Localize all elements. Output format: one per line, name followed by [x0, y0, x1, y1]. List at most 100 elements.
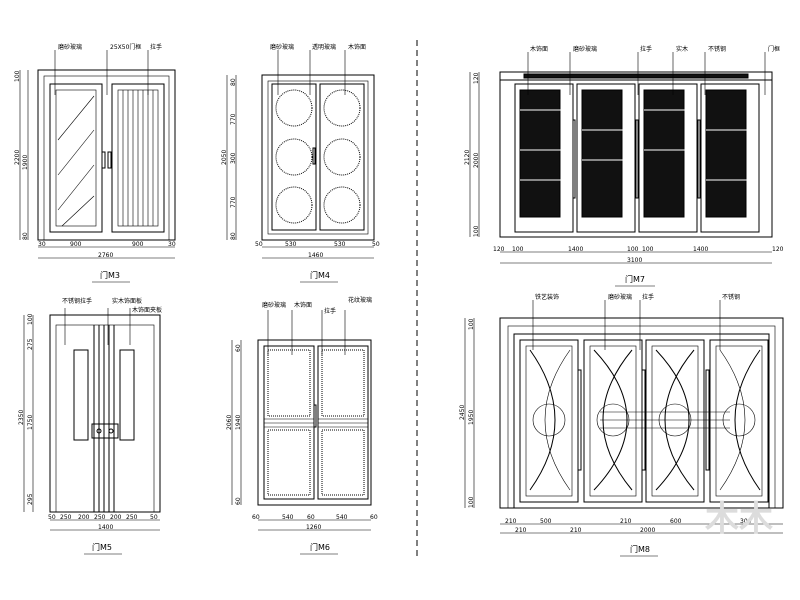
door-m4-leaf-right: [319, 83, 365, 231]
door-m7-callout-4: 不锈钢: [708, 45, 726, 53]
door-m5-center-strips: [93, 325, 115, 512]
door-m6-callout-0: 磨砂玻璃: [262, 301, 286, 309]
door-m6-callout-2: 拉手: [324, 307, 336, 315]
door-m7-callout-0: 木饰面: [530, 45, 548, 53]
door-m7-callout-3: 实木: [676, 45, 688, 53]
door-m5-dim-b5: 250: [126, 514, 138, 521]
door-m6: 磨砂玻璃 木饰面 拉手 花纹玻璃 60 540 60 540 60 1260 门…: [226, 296, 378, 555]
door-m4-caption: 门M4: [310, 270, 330, 280]
door-m4-dim-l2: 300: [230, 152, 237, 164]
door-m5-dim-b2: 200: [78, 514, 90, 521]
door-m7-dim-b3: 100: [627, 246, 639, 253]
door-m4-callout-1: 透明玻璃: [312, 43, 336, 51]
door-m7-caption: 门M7: [625, 274, 645, 284]
door-m4-dim-l1: 770: [230, 113, 237, 125]
door-m5-caption: 门M5: [92, 542, 112, 552]
door-m5-knob-right: [108, 428, 114, 434]
door-m5-callout-0: 不锈钢拉手: [62, 297, 92, 305]
door-m7-dim-total: 3100: [627, 257, 642, 264]
door-m7-grid-lines: [520, 109, 754, 181]
door-m8-callout-2: 拉手: [642, 293, 654, 301]
door-m4-frame-outer: [261, 74, 375, 241]
door-m4-callout-0: 磨砂玻璃: [270, 43, 294, 51]
door-m3-dim-total: 2760: [98, 252, 113, 259]
door-m8-dim-b1: 500: [540, 518, 552, 525]
door-m6-dim-b2: 60: [307, 514, 315, 521]
door-m5-dim-b3: 250: [94, 514, 106, 521]
door-m4: 磨砂玻璃 透明玻璃 木饰面 50 530 530 50 1460 门M4 80 …: [221, 43, 380, 283]
door-m5-handle-plate: [91, 423, 119, 439]
door-m7-dim-b5: 1400: [693, 246, 708, 253]
door-m6-glass-br: [321, 429, 365, 496]
door-m8-handles: [577, 369, 730, 471]
door-m3-grille-bars: [122, 90, 154, 226]
door-m5-frame-outer: [49, 314, 161, 513]
door-m4-callout-2: 木饰面: [348, 43, 366, 51]
door-m5-dim-b4: 200: [110, 514, 122, 521]
door-m5-callout-1: 实木饰面板: [112, 297, 142, 305]
watermark-text: 木木: [704, 499, 773, 539]
door-m3-frame-inner: [43, 75, 170, 241]
door-m7-dim-b2: 1400: [568, 246, 583, 253]
door-m8-dim-l0: 100: [468, 318, 475, 330]
door-m4-dim-l0: 80: [230, 78, 237, 86]
door-m7-callout-1: 磨砂玻璃: [573, 45, 597, 53]
door-m4-leaf-left: [271, 83, 317, 231]
door-m5-dim-l3: 295: [27, 493, 34, 505]
door-m3-glass-left: [55, 89, 97, 227]
door-m7-callout-5: 门框: [768, 45, 780, 53]
door-m6-dim-l2: 60: [235, 497, 242, 505]
door-m7-header-bar: [523, 73, 749, 79]
door-m4-dim-b2: 530: [334, 241, 346, 248]
door-m8-caption: 门M8: [630, 544, 650, 554]
door-m6-dim-b1: 540: [282, 514, 294, 521]
door-m8-dim-b2: 210: [620, 518, 632, 525]
door-m3-dim-ltotal: 2200: [14, 150, 21, 165]
door-m7-dim-b4: 100: [642, 246, 654, 253]
door-m6-dim-b3: 540: [336, 514, 348, 521]
door-m4-circles: [275, 89, 361, 224]
door-m3-handle-left: [101, 151, 106, 169]
door-m8-dim-l1: 1950: [468, 410, 475, 425]
door-m5-knob-left: [96, 428, 102, 434]
door-m4-dim-b3: 50: [372, 241, 380, 248]
door-m3-dim-b1: 900: [70, 241, 82, 248]
door-m8-callout-1: 磨砂玻璃: [608, 293, 632, 301]
door-m6-glass-bl: [267, 429, 311, 496]
door-m3-glass-hatch: [57, 95, 95, 227]
door-m7-callout-2: 拉手: [640, 45, 652, 53]
door-m3-dim-l1: 1900: [22, 155, 29, 170]
door-m7-dim-b6: 120: [772, 246, 784, 253]
door-m3-dim-l0: 100: [14, 70, 21, 82]
door-m8-dim-c2: 2000: [640, 527, 655, 534]
door-m4-dim-b1: 530: [285, 241, 297, 248]
door-m4-dim-b0: 50: [255, 241, 263, 248]
door-m5-dim-ltotal: 2350: [18, 410, 25, 425]
door-m3-dim-b3: 30: [168, 241, 176, 248]
door-m6-dim-total: 1260: [306, 524, 321, 531]
door-m6-callout-3: 花纹玻璃: [348, 296, 372, 304]
door-m8-callout-0: 铁艺装饰: [535, 293, 559, 301]
door-m8-callout-3: 不锈钢: [722, 293, 740, 301]
door-m3-frame-outer: [37, 69, 176, 241]
door-m3: 磨砂玻璃 25X50门框 拉手 30 900 900 30 2760 门M3 1…: [14, 43, 176, 283]
door-m3-handle-right: [107, 151, 112, 169]
door-m5-callout-2: 木饰面夹板: [132, 306, 162, 314]
door-m8: 铁艺装饰 磨砂玻璃 拉手 不锈钢 210 500 210 600 300 210…: [459, 293, 784, 557]
door-m7-dim-ltotal: 2120: [464, 150, 471, 165]
door-m4-dim-ltotal: 2050: [221, 150, 228, 165]
door-m7-dim-l1: 2000: [473, 153, 480, 168]
door-m6-glass-tr: [321, 349, 365, 417]
door-m5-panel-left: [73, 349, 89, 441]
door-m7-dim-l0: 120: [473, 72, 480, 84]
door-m6-dim-ltotal: 2060: [226, 415, 233, 430]
door-m5-panel-right: [119, 349, 135, 441]
door-m5-dim-l0: 100: [27, 313, 34, 325]
door-m5-dim-l2: 1750: [27, 415, 34, 430]
door-m3-dim-b0: 30: [38, 241, 46, 248]
door-m4-dim-l4: 80: [230, 232, 237, 240]
door-m5-dim-l1: 275: [27, 338, 34, 350]
door-m6-leaf-right: [317, 345, 369, 500]
door-m3-callout-0: 磨砂玻璃: [58, 43, 82, 51]
